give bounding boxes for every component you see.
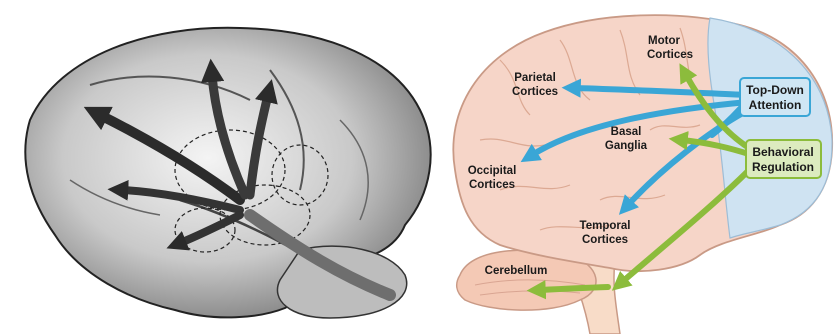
behavioral-label-1: Behavioral xyxy=(752,145,813,159)
basal-label-1: Basal xyxy=(611,126,642,138)
top-down-attention-box: Top-Down Attention xyxy=(740,78,810,116)
monkey-brain-illustration xyxy=(25,28,430,318)
arrow-cerebellum-branch xyxy=(540,287,608,290)
occipital-label-2: Cortices xyxy=(469,179,515,191)
top-down-label-2: Attention xyxy=(749,98,802,112)
top-down-label-1: Top-Down xyxy=(746,83,804,97)
parietal-label-1: Parietal xyxy=(514,72,556,84)
basal-label-2: Ganglia xyxy=(605,140,648,152)
parietal-label-2: Cortices xyxy=(512,86,558,98)
behavioral-regulation-box: Behavioral Regulation xyxy=(746,140,821,178)
monkey-brain-lower-lobe xyxy=(277,246,406,318)
human-brain-diagram: Top-Down Attention Behavioral Regulation… xyxy=(453,15,832,334)
behavioral-label-2: Regulation xyxy=(752,160,814,174)
occipital-label-1: Occipital xyxy=(468,165,517,177)
motor-label-2: Cortices xyxy=(647,49,693,61)
temporal-label-1: Temporal xyxy=(580,220,631,232)
motor-label-1: Motor xyxy=(648,35,680,47)
cerebellum-label: Cerebellum xyxy=(485,265,548,277)
temporal-label-2: Cortices xyxy=(582,234,628,246)
